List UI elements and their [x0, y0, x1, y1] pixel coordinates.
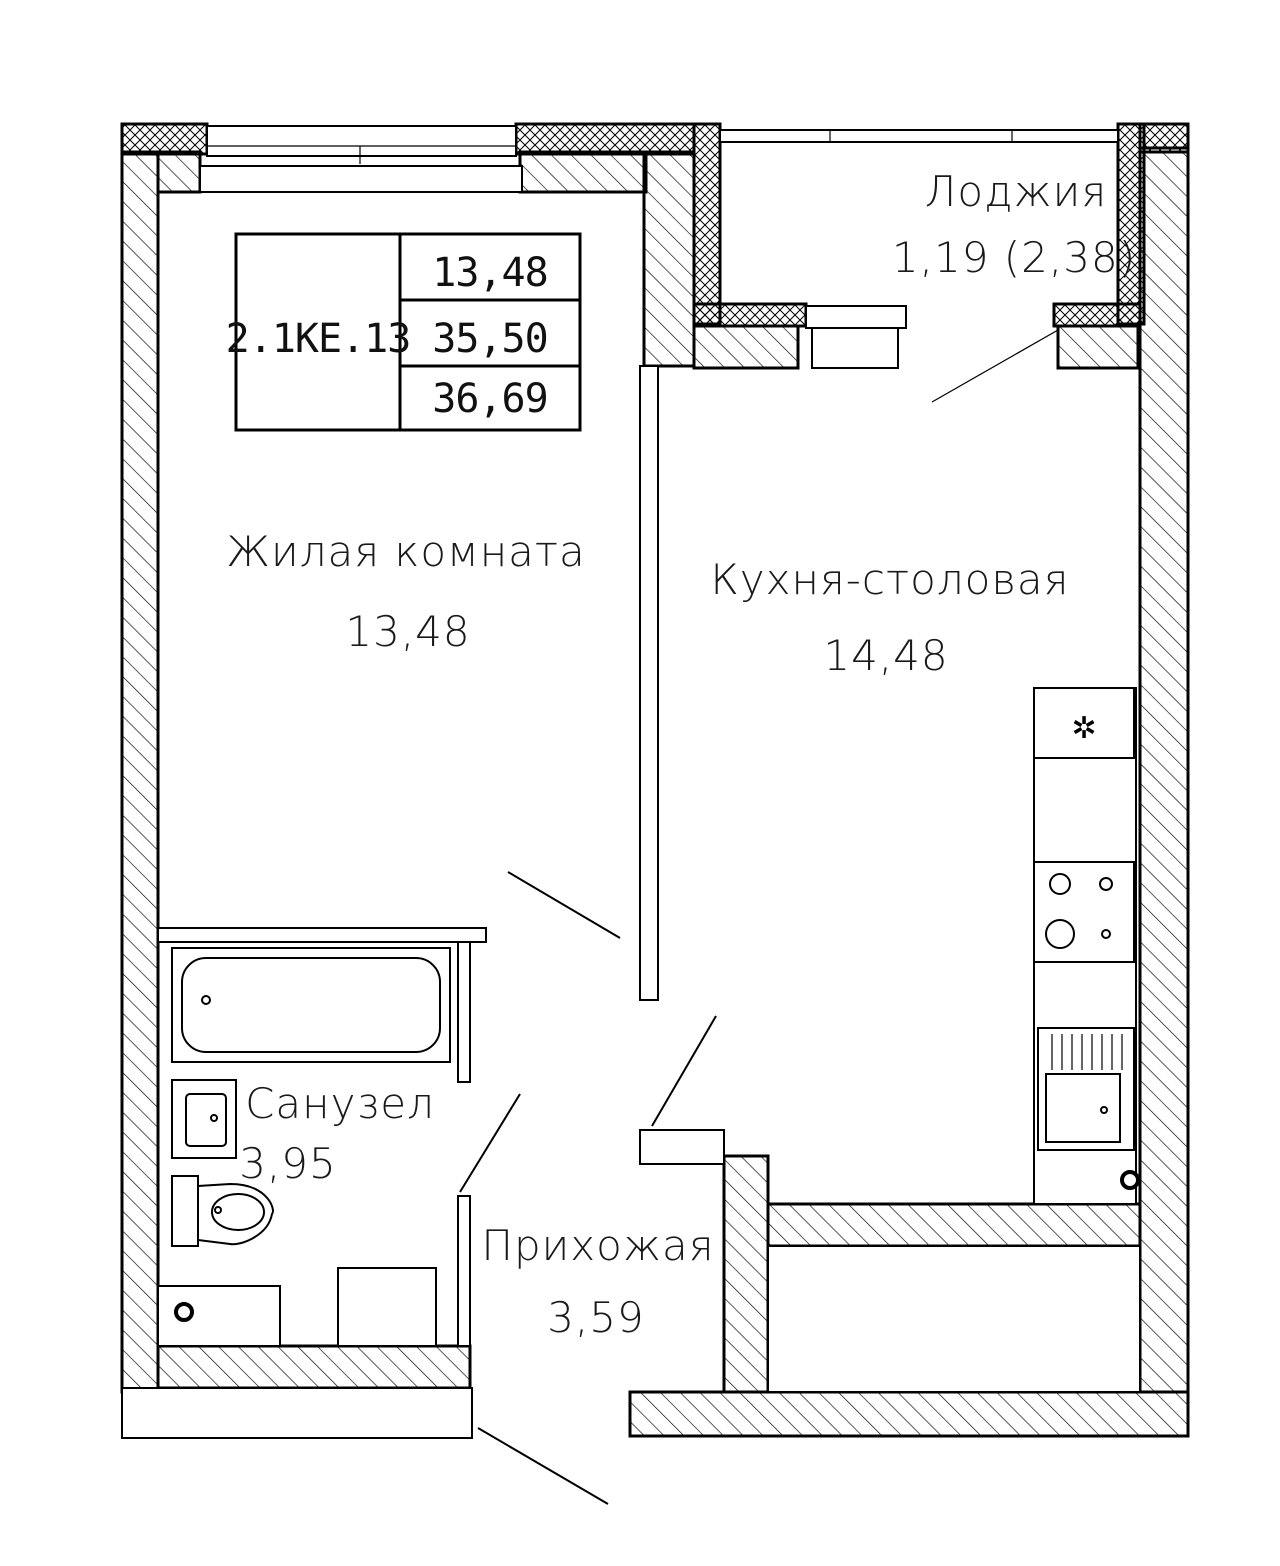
living-window	[206, 125, 517, 157]
bathroom-fixtures	[157, 947, 451, 1347]
bottom-wall-left	[156, 1344, 472, 1390]
stove-burner-2	[1099, 877, 1113, 891]
stove-burner-1	[1049, 873, 1071, 895]
left-outer-wall	[120, 150, 160, 1394]
stove	[1033, 861, 1135, 963]
washing-machine	[337, 1267, 437, 1347]
kitchen-loggia-door	[805, 305, 907, 329]
kitchen-riser-icon	[1120, 1170, 1140, 1190]
bottom-wall-right	[628, 1390, 1190, 1438]
doors	[459, 329, 1059, 1505]
fridge-snowflake-icon: ✲	[1071, 711, 1096, 746]
walls	[120, 122, 1190, 1439]
corridor-bottom-wall	[767, 1245, 1141, 1393]
top-wall-mid-brick	[514, 122, 696, 156]
summary-table: 2.1КЕ.13 13,48 35,50 36,69	[226, 232, 582, 432]
room-labels: Жилая комната 13,48 Кухня-столовая 14,48…	[226, 167, 1136, 1342]
hallway-column	[722, 1154, 770, 1394]
living-room-name: Жилая комната	[226, 527, 585, 576]
kitchen-top-wall-right	[1056, 324, 1140, 370]
partitions	[157, 365, 725, 1347]
kitchen-loggia-door-frame	[811, 327, 899, 369]
bathroom-top-partition	[157, 927, 487, 943]
top-wall-left-brick	[120, 122, 209, 156]
total-area-value: 35,50	[432, 316, 547, 362]
bathtub-drain	[201, 995, 211, 1005]
total-with-loggia-value: 36,69	[432, 376, 547, 422]
living-window-sill	[199, 165, 523, 193]
entrance-door-leaf	[477, 1427, 609, 1505]
toilet-tank	[171, 1175, 199, 1247]
top-wall-hatched-mid	[518, 150, 648, 194]
living-area-value: 13,48	[432, 250, 547, 296]
stove-burner-3	[1045, 919, 1075, 949]
kitchen-area: 14,48	[823, 631, 948, 680]
loggia-name: Лоджия	[925, 167, 1107, 216]
living-kitchen-partition	[639, 365, 659, 1001]
bathroom-door-leaf	[459, 1093, 521, 1193]
fridge	[1033, 687, 1135, 759]
loggia-door-leaf	[931, 329, 1059, 403]
hallway-area: 3,59	[547, 1293, 645, 1342]
bathroom-name: Санузел	[245, 1079, 435, 1128]
bathtub-inner	[181, 957, 441, 1053]
loggia-area: 1,19 (2,38)	[892, 233, 1136, 282]
left-outer-wall-top	[156, 150, 202, 194]
windows	[199, 125, 1119, 369]
sink-drainboard	[1051, 1034, 1123, 1070]
right-outer-wall	[1138, 146, 1190, 1394]
loggia-left-wall	[692, 122, 722, 326]
kitchen-name: Кухня-столовая	[710, 555, 1069, 604]
living-room-area: 13,48	[345, 607, 470, 656]
hallway-name: Прихожая	[481, 1221, 714, 1270]
washbasin-bowl	[185, 1093, 227, 1147]
bathroom-riser-icon	[174, 1302, 194, 1322]
kitchen-door-leaf	[651, 1015, 717, 1127]
stove-burner-4	[1101, 929, 1111, 939]
kitchen-fixtures: ✲	[1033, 687, 1140, 1205]
kitchen-top-wall-left	[692, 324, 800, 370]
kitchen-bottom-wall	[766, 1202, 1142, 1248]
bathroom-area: 3,95	[239, 1139, 337, 1188]
living-door-leaf	[507, 871, 621, 939]
bottom-outer-strip-left	[121, 1387, 473, 1439]
bathroom-right-partition	[457, 941, 471, 1083]
loggia-glazing	[719, 129, 1119, 143]
bathroom-right-partition-lower	[457, 1195, 471, 1347]
partition-column	[642, 150, 696, 368]
loggia-bottom-left	[692, 302, 808, 328]
apartment-code: 2.1КЕ.13	[226, 316, 411, 362]
hallway-jamb	[639, 1129, 725, 1165]
